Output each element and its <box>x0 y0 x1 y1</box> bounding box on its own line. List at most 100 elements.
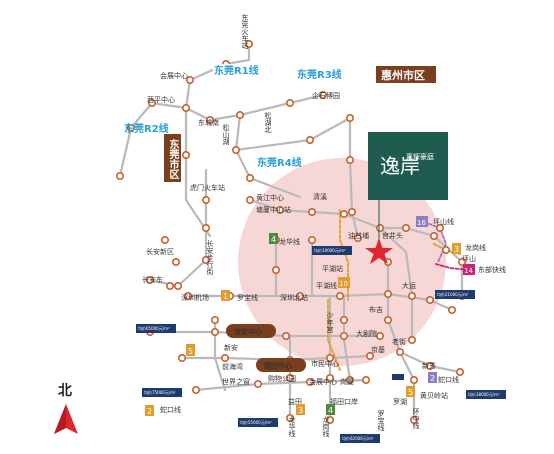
station-youganpu: 油甘埔 <box>348 231 369 240</box>
station-dot <box>425 295 434 304</box>
station-dot <box>271 265 280 274</box>
station-dot <box>441 246 450 255</box>
baoan-pill <box>226 324 276 338</box>
dongguan-badge <box>164 134 181 182</box>
station-gangxia: 岗厦 <box>340 378 354 386</box>
station-pingshan: 坪山 <box>462 254 476 263</box>
station-daxue: 大运 <box>402 281 416 290</box>
station-shenzhen-north: 深圳北站 <box>280 293 308 302</box>
badge-line-4: 4 <box>271 235 276 244</box>
station-qianhaiwan: 前海湾 <box>222 362 243 371</box>
station-longhua: 龙华线 <box>279 237 300 246</box>
station-dot <box>425 361 434 370</box>
r1-tag: 东莞R1线 <box>214 64 259 77</box>
station-dongchengnan: 东城南 <box>198 118 219 127</box>
station-dot <box>455 367 464 376</box>
dongguan-label: 东莞市区 <box>167 138 179 179</box>
station-dot <box>435 224 444 233</box>
promo-subtitle: 嘉辉豪庭 <box>406 152 434 161</box>
station-dot <box>345 156 354 165</box>
r4-tag: 东莞R4线 <box>257 156 302 169</box>
station-dot <box>339 210 348 219</box>
station-dot <box>318 91 327 100</box>
station-dot <box>232 146 241 155</box>
callout-a: 均价10000元/m² <box>314 247 346 253</box>
station-dot <box>307 236 316 245</box>
station-civic-center: 市民中心 <box>311 359 339 368</box>
station-dot <box>178 353 187 362</box>
huizhou-label: 惠州市区 <box>381 68 425 82</box>
station-dot <box>447 305 456 314</box>
station-dot <box>275 206 284 215</box>
badge-line-1: 1 <box>223 292 228 301</box>
callout-g: 均价38000元/m² <box>468 391 500 397</box>
badge-line-14: 14 <box>464 267 473 275</box>
badge-line-2: 2 <box>430 374 435 383</box>
badge-line-5: 5 <box>188 347 193 356</box>
station-jingji: 京基 <box>371 345 385 354</box>
station-changan-town: 长安东 <box>142 275 163 284</box>
station-dot <box>409 375 418 384</box>
station-changan-new: 长安新区 <box>146 247 174 256</box>
station-dot <box>285 413 294 422</box>
station-dot <box>281 331 290 340</box>
station-xinan: 新安 <box>224 343 238 352</box>
station-yitian: 益田 <box>288 397 302 406</box>
station-dot <box>345 375 354 384</box>
station-dot <box>383 289 392 298</box>
station-luohu: 罗湖 <box>393 397 407 406</box>
station-dot <box>407 291 416 300</box>
station-pinghu-line: 平湖线 <box>316 281 337 290</box>
station-dot <box>184 291 193 300</box>
promo-brand: 逸岸 <box>380 154 420 178</box>
station-world-window: 世界之窗 <box>222 377 250 386</box>
station-longhua-line: 龙华线 <box>288 415 296 437</box>
station-shopping-park: 购物公园 <box>268 374 296 383</box>
station-laojie: 老街 <box>392 337 406 346</box>
station-dot <box>335 291 344 300</box>
station-huangjiang: 黄江中心 <box>256 193 284 202</box>
station-dot <box>211 327 220 336</box>
station-dot <box>325 353 334 362</box>
station-shenzhen-airport: 深圳机场 <box>181 293 209 302</box>
callout-e: 均价55000元/m² <box>240 419 272 425</box>
station-dot <box>127 124 136 133</box>
station-dongguan-train: 东莞火车站 <box>241 13 249 50</box>
station-dot <box>365 351 374 360</box>
north-arrow: 北 <box>54 383 78 434</box>
station-dot <box>146 275 155 284</box>
hub-pills <box>226 324 306 372</box>
station-dot <box>161 236 170 245</box>
station-huanzhong: 环中线 <box>412 408 420 429</box>
station-dot <box>339 331 348 340</box>
line-badges: 1 4 10 16 3 14 5 4 3 5 2 2 <box>145 216 475 416</box>
station-dot <box>245 39 254 48</box>
r1-tag-bg <box>213 64 260 76</box>
station-changan-walk: 长安步行街 <box>206 239 214 276</box>
station-shekou-line2: 蛇口线 <box>438 375 459 384</box>
station-longgang: 龙岗线 <box>465 243 486 252</box>
station-pingshan-line: 坪山线 <box>433 217 454 226</box>
station-dot <box>305 136 314 145</box>
station-dongbu: 东部快线 <box>478 265 506 274</box>
station-guanjingtou: 官井头 <box>382 231 403 240</box>
futian-pill <box>256 358 306 372</box>
badge-line-10: 10 <box>339 280 348 288</box>
station-songshan-north: 松湖北 <box>264 111 272 134</box>
r3-tag: 东莞R3线 <box>297 68 342 81</box>
station-xinxiu: 新秀 <box>422 361 436 370</box>
station-dot <box>361 375 370 384</box>
star-icon <box>365 238 393 264</box>
station-dot <box>401 224 410 233</box>
station-songshanhu: 松山湖 <box>222 123 230 146</box>
station-dot <box>174 281 183 290</box>
station-dot <box>206 116 215 125</box>
station-dot <box>395 347 404 356</box>
station-dot <box>182 104 191 113</box>
station-dot <box>236 111 245 120</box>
line-16 <box>423 221 447 263</box>
station-luohu-line: 罗宝线 <box>377 410 385 431</box>
station-dot <box>221 353 230 362</box>
station-guancheng: 会展中心 <box>160 71 188 80</box>
